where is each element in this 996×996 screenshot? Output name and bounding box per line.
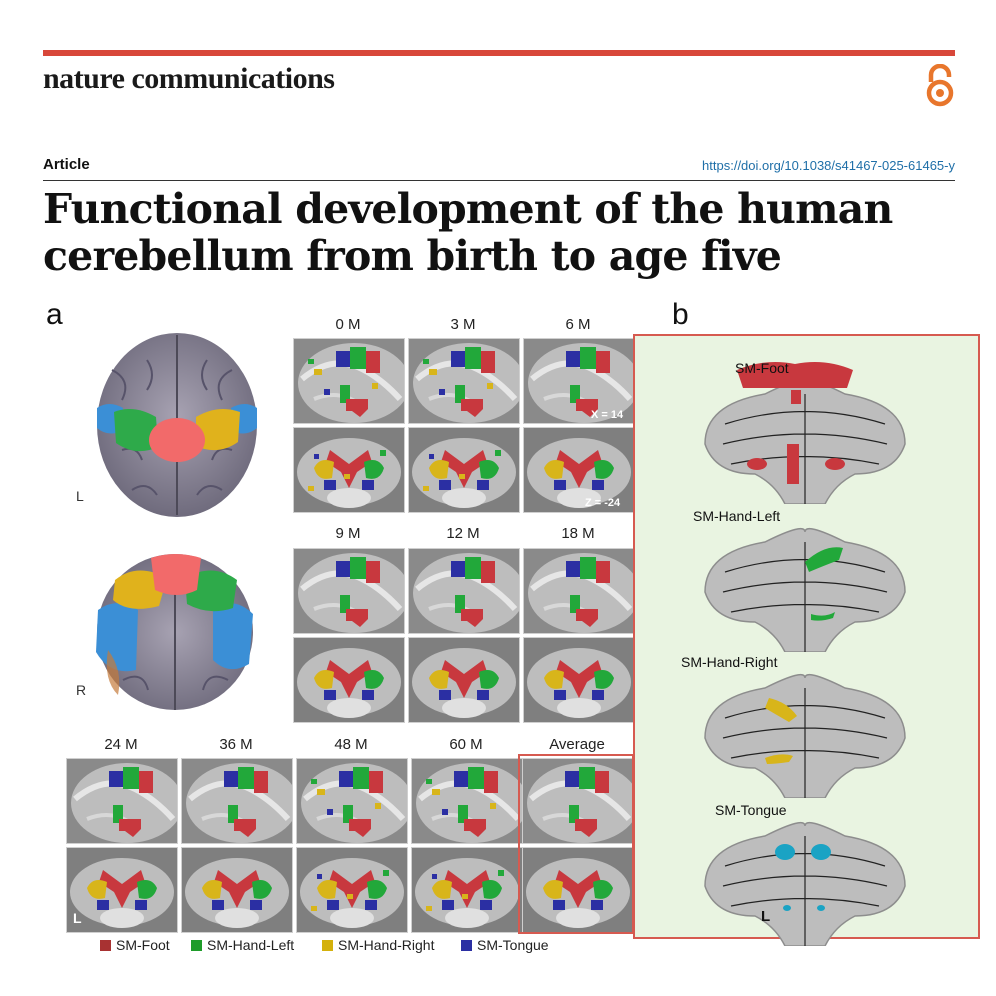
legend-sm-foot: SM-Foot xyxy=(100,937,170,953)
legend-swatch xyxy=(461,939,472,951)
slice-18m-sagittal xyxy=(523,548,635,634)
age-label-0m: 0 M xyxy=(335,316,361,333)
slice-24m-coronal xyxy=(66,847,178,933)
x-coordinate-label: X = 14 xyxy=(591,409,624,421)
slice-3m-sagittal xyxy=(408,338,520,424)
age-label-12m: 12 M xyxy=(446,525,480,542)
slice-0m-sagittal xyxy=(293,338,405,424)
slice-48m-sagittal xyxy=(296,758,408,844)
cerebellum-flatmap xyxy=(704,527,906,652)
age-label-18m: 18 M xyxy=(561,525,595,542)
brain-render-top xyxy=(92,330,262,520)
age-label-average: Average xyxy=(549,736,605,753)
legend-label: SM-Hand-Right xyxy=(338,937,435,953)
flatmap-label-hand-left: SM-Hand-Left xyxy=(693,508,781,524)
cerebellum-flatmap xyxy=(704,673,906,798)
orientation-left-label: L xyxy=(73,910,82,926)
brain-left-label: L xyxy=(76,488,84,504)
slice-12m-sagittal xyxy=(408,548,520,634)
article-type-label: Article xyxy=(43,156,90,173)
slice-48m-coronal xyxy=(296,847,408,933)
header-accent-bar xyxy=(43,50,955,56)
z-coordinate-label: Z = -24 xyxy=(585,497,621,509)
legend-label: SM-Hand-Left xyxy=(207,937,295,953)
flatmap-label-hand-right: SM-Hand-Right xyxy=(681,654,778,670)
slice-0m-coronal xyxy=(293,427,405,513)
slice-6m-sagittal xyxy=(523,338,635,424)
slice-36m-sagittal xyxy=(181,758,293,844)
slice-9m-coronal xyxy=(293,637,405,723)
panel-b-label: b xyxy=(672,298,689,331)
slice-12m-coronal xyxy=(408,637,520,723)
legend-label: SM-Tongue xyxy=(477,937,549,953)
age-label-60m: 60 M xyxy=(449,736,483,753)
age-label-36m: 36 M xyxy=(219,736,253,753)
slice-18m-coronal xyxy=(523,637,635,723)
panel-b-flatmaps: SM-Foot SM-Hand-Left SM-Hand-Right SM-To… xyxy=(633,334,980,946)
flatmap-label-foot: SM-Foot xyxy=(735,360,789,376)
slice-9m-sagittal xyxy=(293,548,405,634)
age-label-48m: 48 M xyxy=(334,736,368,753)
cerebellum-flatmap xyxy=(704,821,906,946)
cerebellum-flatmap xyxy=(704,362,906,504)
legend-swatch xyxy=(322,939,333,951)
legend-sm-tongue: SM-Tongue xyxy=(461,937,549,953)
journal-name: nature communications xyxy=(43,62,335,95)
flatmap-label-tongue: SM-Tongue xyxy=(715,802,787,818)
legend-sm-hand-right: SM-Hand-Right xyxy=(322,937,434,953)
slice-60m-sagittal xyxy=(411,758,523,844)
legend-label: SM-Foot xyxy=(116,937,170,953)
age-label-24m: 24 M xyxy=(104,736,138,753)
article-title: Functional development of the human cere… xyxy=(43,185,893,280)
flatmap-side-label: L xyxy=(761,908,771,925)
slice-36m-coronal xyxy=(181,847,293,933)
slice-average-coronal xyxy=(522,847,634,933)
brain-render-bottom xyxy=(93,550,258,715)
age-label-3m: 3 M xyxy=(450,316,476,333)
brain-right-label: R xyxy=(76,682,87,698)
legend-swatch xyxy=(100,939,111,951)
age-label-6m: 6 M xyxy=(565,316,591,333)
age-label-9m: 9 M xyxy=(335,525,361,542)
slice-average-sagittal xyxy=(522,758,634,844)
doi-link[interactable]: https://doi.org/10.1038/s41467-025-61465… xyxy=(702,158,955,173)
legend-swatch xyxy=(191,939,202,951)
legend-sm-hand-left: SM-Hand-Left xyxy=(191,937,294,953)
header-divider xyxy=(43,180,955,181)
open-access-icon xyxy=(922,63,958,108)
slice-3m-coronal xyxy=(408,427,520,513)
slice-24m-sagittal xyxy=(66,758,178,844)
panel-a-label: a xyxy=(46,298,63,331)
slice-60m-coronal xyxy=(411,847,523,933)
